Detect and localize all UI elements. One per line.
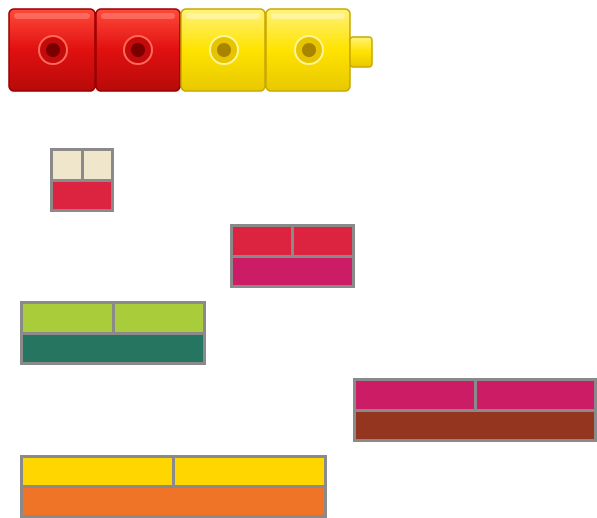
cube-yellow-2: [266, 9, 350, 91]
block-top-row: [23, 458, 324, 485]
fraction-block-2: [230, 224, 355, 288]
bottom-whole: [53, 182, 111, 210]
bottom-whole: [233, 258, 352, 286]
top-part-right: [115, 304, 204, 332]
top-part-right: [477, 381, 595, 409]
top-part-right: [84, 151, 112, 179]
fraction-block-3: [20, 301, 206, 365]
bottom-whole: [356, 412, 594, 440]
block-top-row: [233, 227, 352, 255]
cube-red-1: [9, 9, 95, 91]
top-part-right: [294, 227, 352, 255]
fraction-block-4: [353, 378, 597, 442]
top-part-left: [53, 151, 81, 179]
top-part-right: [175, 458, 324, 485]
cube-connector-peg: [350, 37, 372, 67]
bottom-whole: [23, 488, 324, 515]
top-part-left: [23, 304, 112, 332]
linking-cubes-train: [0, 0, 597, 110]
fraction-block-5: [20, 455, 327, 518]
top-part-left: [356, 381, 474, 409]
cube-red-2: [96, 9, 180, 91]
top-part-left: [23, 458, 172, 485]
bottom-whole: [23, 335, 203, 363]
fraction-block-1: [50, 148, 114, 212]
block-top-row: [23, 304, 203, 332]
top-part-left: [233, 227, 291, 255]
block-top-row: [53, 151, 111, 179]
block-top-row: [356, 381, 594, 409]
cube-yellow-1: [181, 9, 265, 91]
